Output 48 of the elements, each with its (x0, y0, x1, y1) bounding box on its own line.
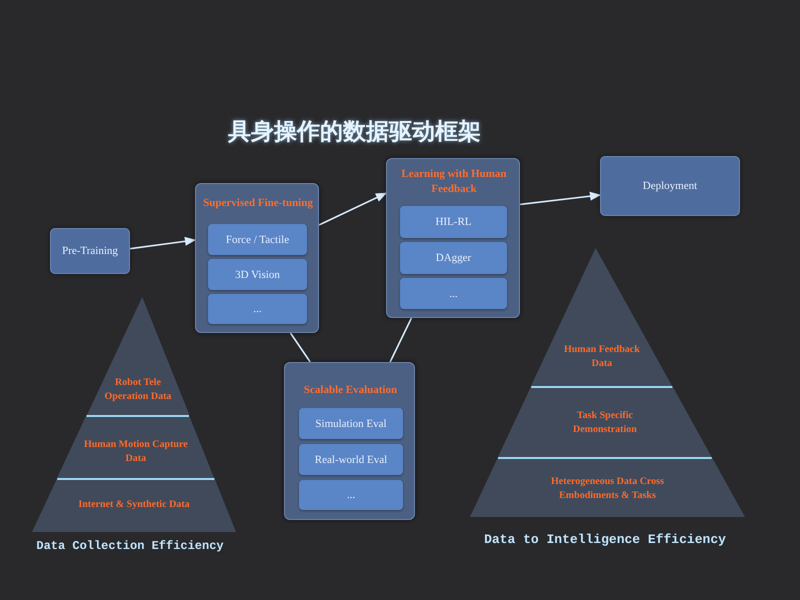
slide-title: 具身操作的数据驱动框架 (228, 118, 481, 147)
arrow (318, 192, 387, 226)
pyramid-caption: Data Collection Efficiency (36, 538, 224, 553)
band-label: Heterogeneous Data Cross Embodiments & Tasks (550, 475, 665, 503)
tile-label: ... (346, 489, 356, 501)
method-tile (400, 278, 507, 309)
method-tile (400, 206, 507, 238)
tile-label: ... (253, 303, 262, 315)
method-tile (299, 444, 403, 475)
method-tile (208, 224, 307, 255)
method-tile (299, 480, 403, 510)
band-label: Task Specific Demonstration (572, 409, 638, 437)
band-label: Internet & Synthetic Data (77, 498, 191, 512)
tile-label: HIL-RL (435, 216, 472, 228)
stage-label: Pre-Training (62, 245, 118, 257)
method-tile (299, 408, 403, 439)
pyramid-band (470, 457, 745, 517)
panel-heading: Scalable Evaluation (304, 383, 398, 398)
arrow (520, 192, 602, 206)
tile-label: Force / Tactile (226, 234, 290, 246)
method-tile (208, 294, 307, 324)
tile-label: Real-world Eval (314, 454, 388, 466)
pyramid-band (498, 386, 712, 457)
pyramid-band (32, 478, 236, 532)
tile-label: DAgger (436, 252, 472, 264)
connector-line (290, 332, 311, 362)
method-tile (208, 259, 307, 290)
arrow (130, 236, 196, 250)
panel-heading: Learning with Human Feedback (400, 167, 508, 197)
stage-box (600, 156, 740, 216)
connector-line (389, 318, 412, 362)
pyramid-band (57, 415, 214, 478)
tile-label: 3D Vision (235, 268, 280, 280)
method-tile (400, 242, 507, 274)
pyramid-band (531, 248, 672, 386)
tile-label: Simulation Eval (315, 418, 387, 430)
tile-label: ... (449, 288, 458, 300)
band-label: Robot Tele Operation Data (103, 376, 172, 404)
pyramid-caption: Data to Intelligence Efficiency (484, 532, 726, 548)
stage-panel (284, 362, 415, 520)
panel-heading: Supervised Fine-tuning (203, 196, 313, 211)
stage-panel (386, 158, 520, 318)
stage-panel (195, 183, 319, 333)
pyramid-band (86, 297, 190, 415)
band-label: Human Motion Capture Data (82, 438, 189, 466)
stage-label: Deployment (642, 180, 698, 192)
band-label: Human Feedback Data (562, 343, 641, 371)
stage-box (50, 228, 130, 274)
